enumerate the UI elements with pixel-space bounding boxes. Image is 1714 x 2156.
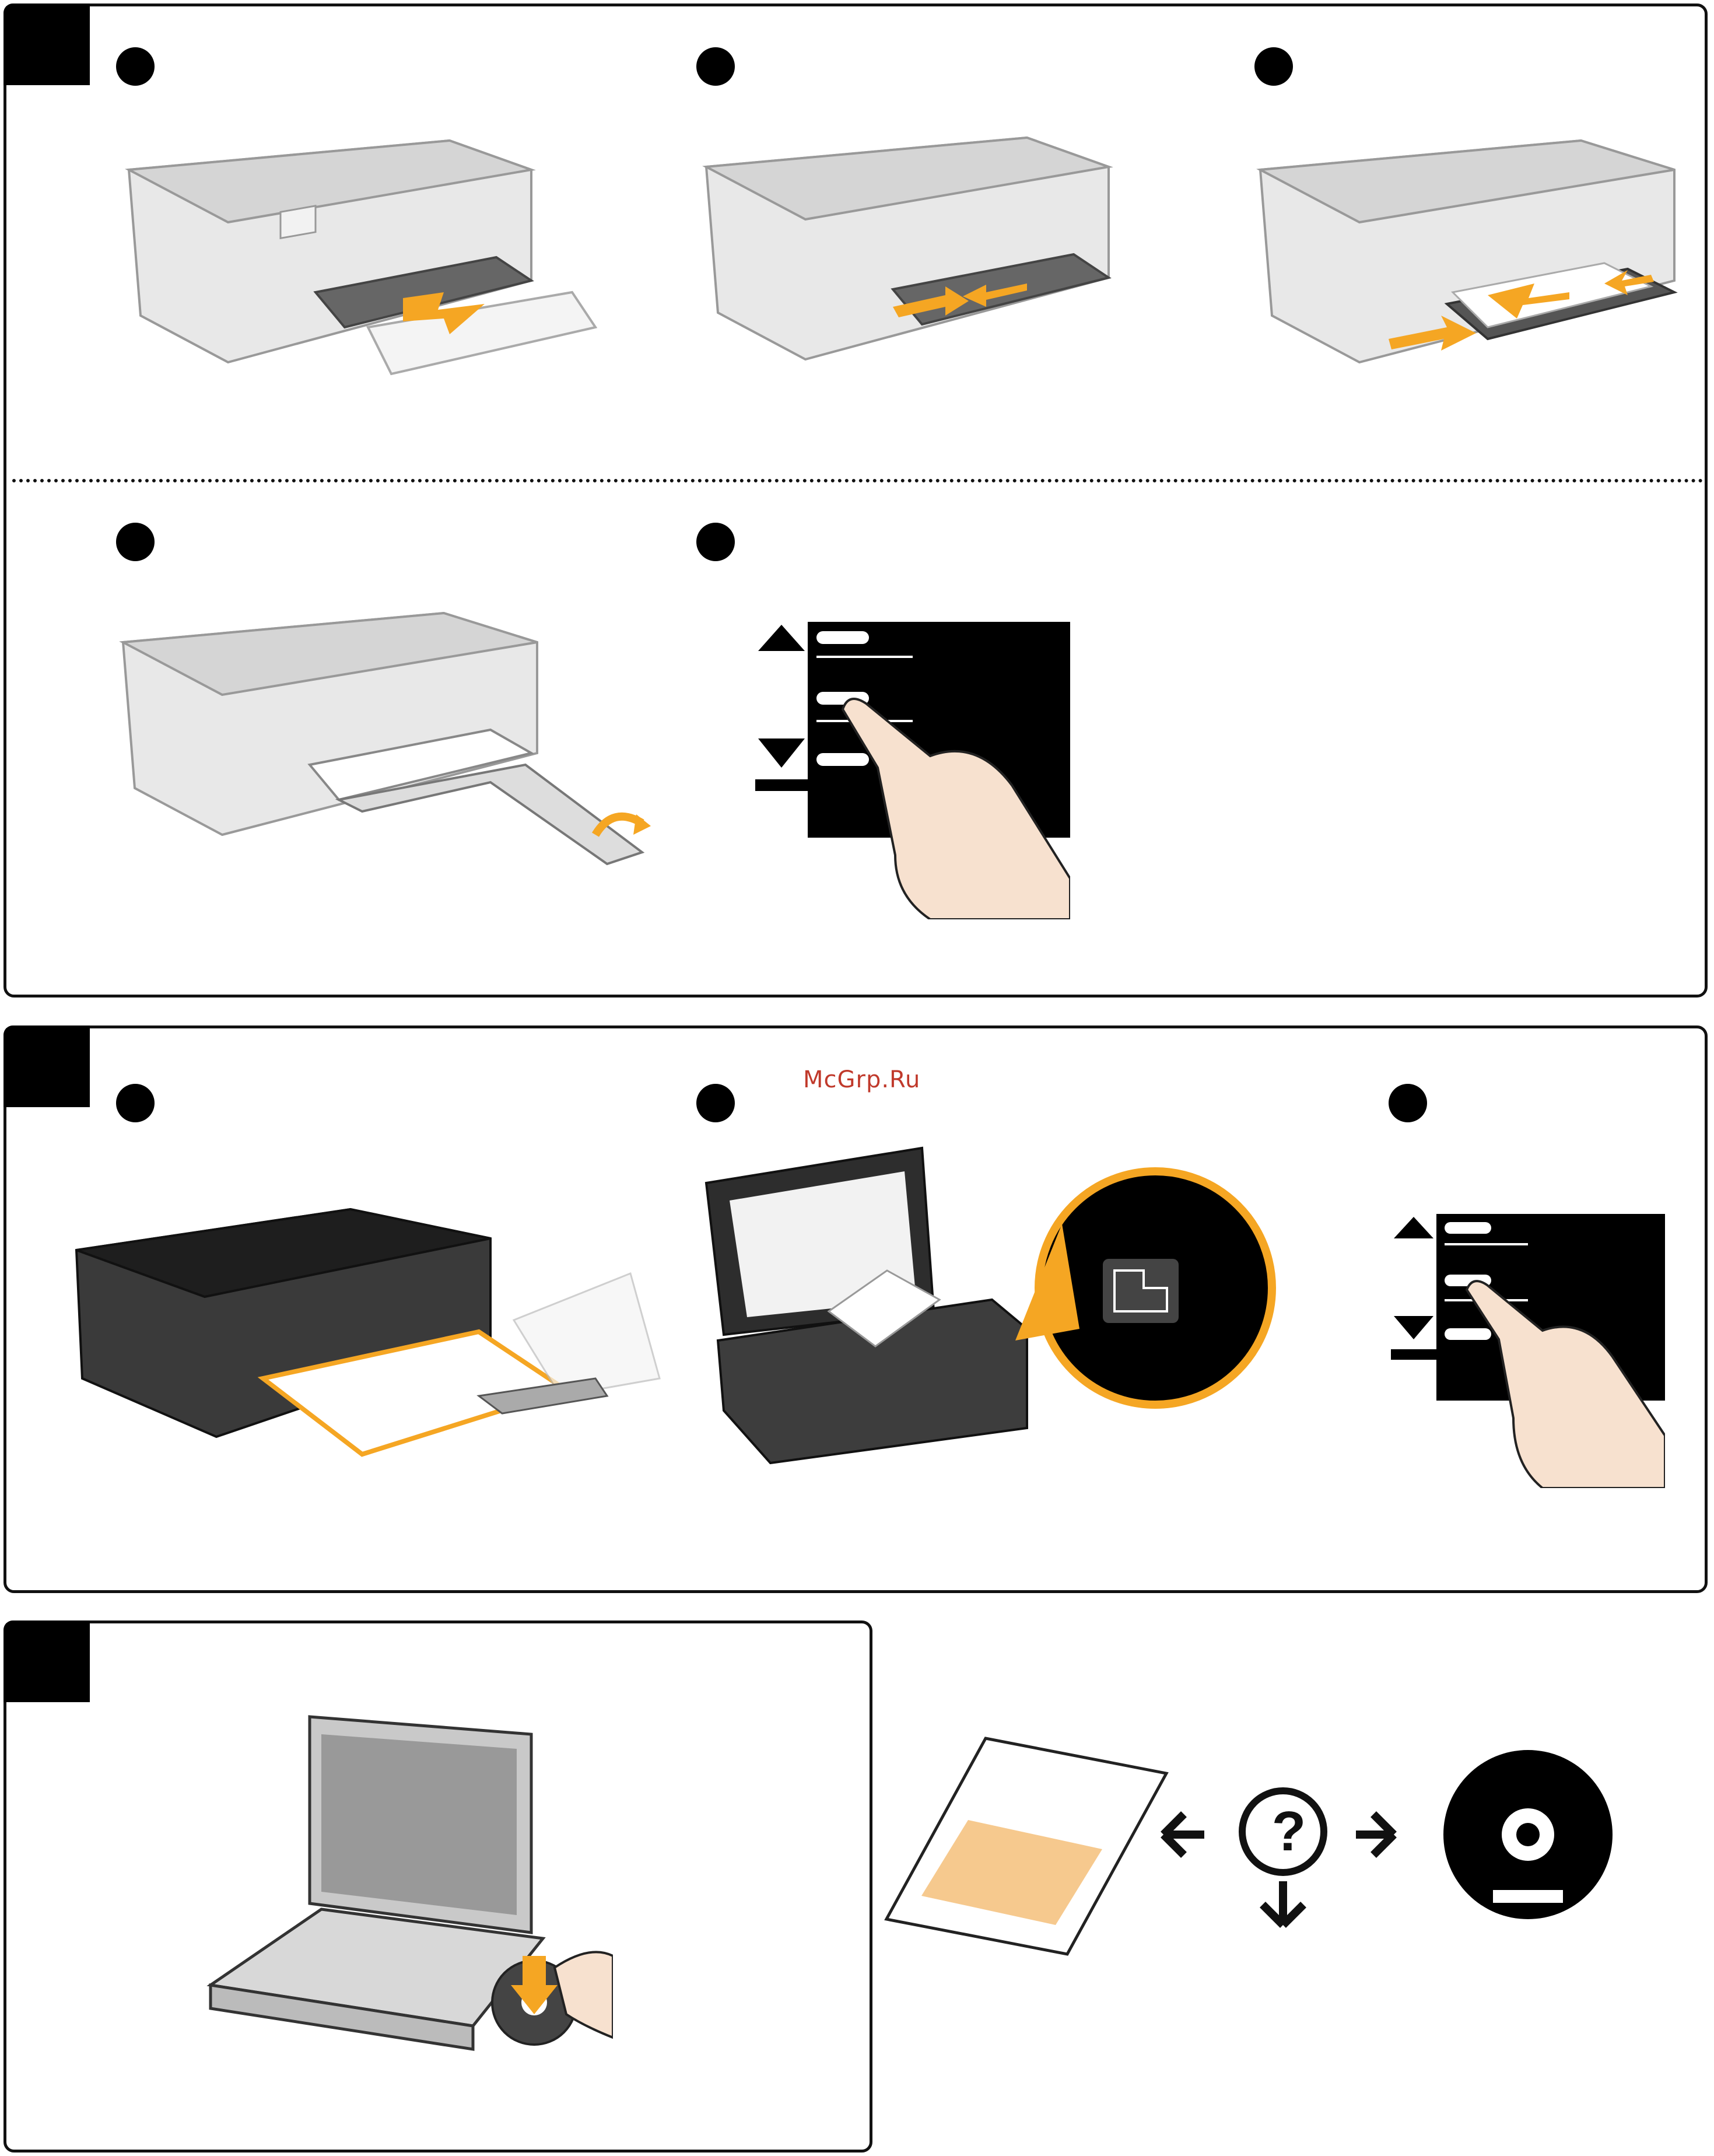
step-2-dot [696,1084,735,1122]
control-panel-touch-illustration [755,622,1070,919]
panel-paper-loading [3,4,1708,998]
step-1-dot [116,1084,155,1122]
printer-alignment-print-illustration [71,1203,677,1495]
printer-insert-paper-illustration [1254,117,1698,403]
scanner-place-page-illustration [700,1136,1319,1498]
control-panel-touch-illustration [1391,1214,1665,1488]
printer-slide-guides-illustration [700,114,1132,383]
printer-extend-tray-illustration [117,590,654,887]
step-2-dot [696,47,735,86]
step-1-dot [116,47,155,86]
panel-software-install [3,1620,872,2152]
panel-alignment: McGrp.Ru [3,1026,1708,1593]
printer-open-tray-illustration [123,117,601,421]
step-3-dot [1389,1084,1427,1122]
panel-corner-marker [3,1026,90,1107]
help-question-symbol: ? [1263,1800,1315,1864]
panel-corner-marker [3,1620,90,1702]
step-4-dot [116,523,155,561]
panel-corner-marker [3,4,90,85]
section-divider [12,479,1704,482]
laptop-insert-cd-illustration [205,1711,613,2096]
step-3-dot [1254,47,1293,86]
help-resources-illustration [881,1732,1627,1978]
step-5-dot [696,523,735,561]
watermark-text: McGrp.Ru [803,1066,920,1093]
